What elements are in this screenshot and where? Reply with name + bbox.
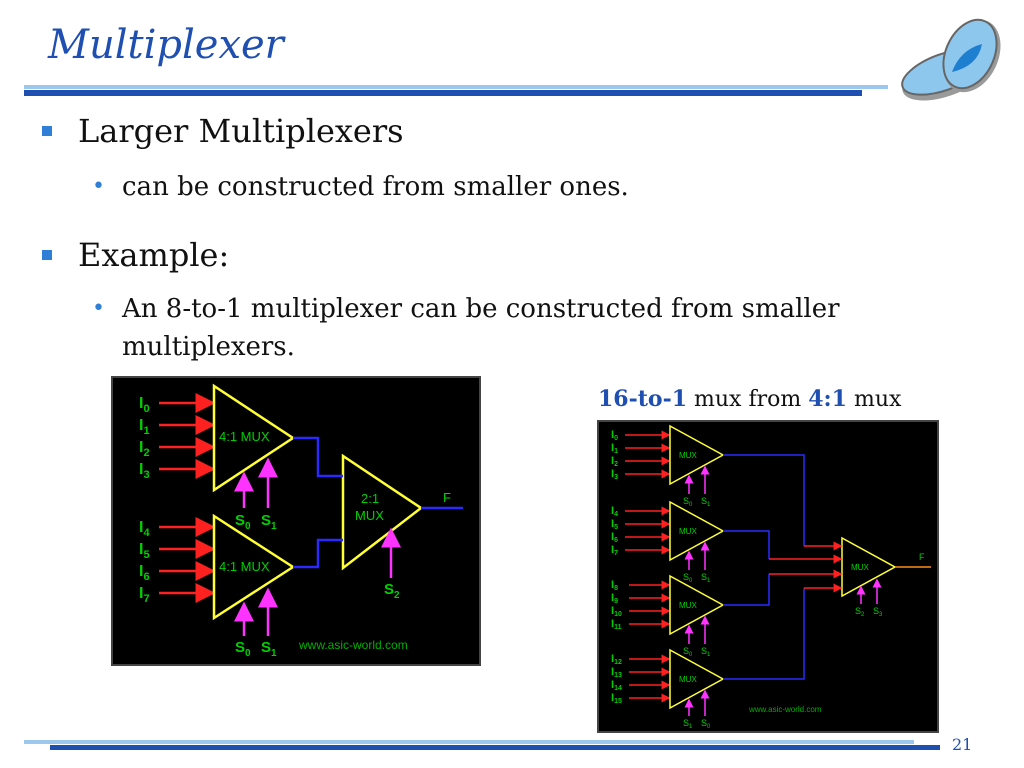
input-label: I2 [139,439,150,459]
mux-3 [669,574,725,636]
wires [723,454,805,680]
dot-bullet-icon: • [92,174,105,199]
caption-highlight-1: 16-to-1 [598,386,688,412]
output-label: F [919,552,925,562]
svg-text:S1: S1 [701,496,711,508]
input-label: I6 [139,563,150,583]
mux-top [212,383,296,493]
select-label: S2 [384,581,400,601]
svg-text:I7: I7 [611,544,618,557]
svg-text:I2: I2 [611,455,618,468]
select-arrows [234,457,401,636]
sub-bullet: • can be constructed from smaller ones. [92,168,629,206]
mux-out [841,536,897,598]
bullet-text: Larger Multiplexers [78,112,404,150]
svg-text:S0: S0 [683,646,693,658]
bullet-text: Example: [78,236,230,274]
select-label: S0 [235,639,251,659]
mux-bottom-label: 4:1 MUX [219,559,270,574]
caption-text-2: mux [846,387,902,412]
footer-line [50,745,940,750]
slide-title: Multiplexer [48,22,284,68]
dot-bullet-icon: • [92,296,105,321]
figure-8to1-mux: I0 I1 I2 I3 I4 I5 I6 I7 4:1 MUX 4:1 MUX … [111,376,481,666]
svg-text:I9: I9 [611,592,618,605]
svg-text:S1: S1 [683,718,693,730]
watermark: www.asic-world.com [298,638,408,652]
select-label: S0 [235,512,251,532]
diagram-8to1: I0 I1 I2 I3 I4 I5 I6 I7 4:1 MUX 4:1 MUX … [139,383,463,659]
mux-2 [669,500,725,562]
svg-text:I11: I11 [611,618,622,631]
svg-text:I12: I12 [611,653,622,666]
mux-group-1: I0 I1 I2 I3 MUX S0 S1 [611,424,725,508]
title-underline-light [24,85,888,89]
square-bullet-icon [42,250,52,260]
input-label: I0 [139,395,150,415]
figure-16to1-mux: I0 I1 I2 I3 MUX S0 S1 [597,420,939,733]
svg-text:I15: I15 [611,692,622,705]
svg-text:I4: I4 [611,505,618,518]
output-mux-inputs [769,541,843,593]
mux-4 [669,648,725,710]
svg-text:I10: I10 [611,605,622,618]
diagram-16to1: I0 I1 I2 I3 MUX S0 S1 [611,424,931,730]
input-label: I7 [139,585,150,605]
svg-text:I5: I5 [611,518,618,531]
title-underline [24,90,862,96]
figure-caption: 16-to-1 mux from 4:1 mux [598,386,901,412]
square-bullet-icon [42,126,52,136]
mux-label: MUX [679,451,697,460]
input-label: I5 [139,541,150,561]
svg-text:S0: S0 [683,496,693,508]
mux-out-label-2: MUX [355,508,384,523]
logo-icon [901,18,1001,101]
svg-text:S0: S0 [683,572,693,584]
wires [293,436,463,569]
svg-text:S1: S1 [701,572,711,584]
watermark: www.asic-world.com [748,705,822,714]
svg-text:S2: S2 [855,606,865,618]
caption-text-1: mux from [687,387,809,412]
svg-text:I3: I3 [611,468,618,481]
mux-1 [669,424,725,486]
svg-text:S0: S0 [701,718,711,730]
page-number: 21 [952,735,973,754]
sub-bullet: • An 8-to-1 multiplexer can be construct… [92,290,840,366]
svg-text:S3: S3 [873,606,883,618]
bullet-example: Example: [42,236,230,274]
svg-text:I13: I13 [611,666,622,679]
mux-bottom [212,513,296,621]
svg-text:I14: I14 [611,679,622,692]
svg-text:S1: S1 [701,646,711,658]
mux-group-3: I8 I9 I10 I11 MUX S0 S1 [611,574,725,658]
input-label: I4 [139,519,150,539]
svg-text:I8: I8 [611,579,618,592]
caption-highlight-2: 4:1 [808,386,847,412]
mux-label: MUX [851,563,869,572]
footer-line-light [24,740,914,744]
sub-bullet-text-line2: multiplexers. [122,332,295,362]
select-label: S1 [261,639,277,659]
svg-text:I6: I6 [611,531,618,544]
output-label: F [443,490,451,505]
svg-text:I0: I0 [611,429,618,442]
svg-text:I1: I1 [611,442,618,455]
sub-bullet-text-line1: An 8-to-1 multiplexer can be constructed… [122,294,840,324]
mux-group-4: I12 I13 I14 I15 MUX S1 S0 [611,648,725,730]
mux-label: MUX [679,675,697,684]
select-label: S1 [261,512,277,532]
bullet-larger-multiplexers: Larger Multiplexers [42,112,404,150]
input-label: I1 [139,417,150,437]
mux-label: MUX [679,527,697,536]
mux-group-2: I4 I5 I6 I7 MUX S0 S1 [611,500,725,584]
input-arrows [159,393,216,603]
sub-bullet-text: can be constructed from smaller ones. [122,172,629,202]
mux-label: MUX [679,601,697,610]
mux-out-label-1: 2:1 [361,491,379,506]
mux-top-label: 4:1 MUX [219,429,270,444]
input-label: I3 [139,461,150,481]
